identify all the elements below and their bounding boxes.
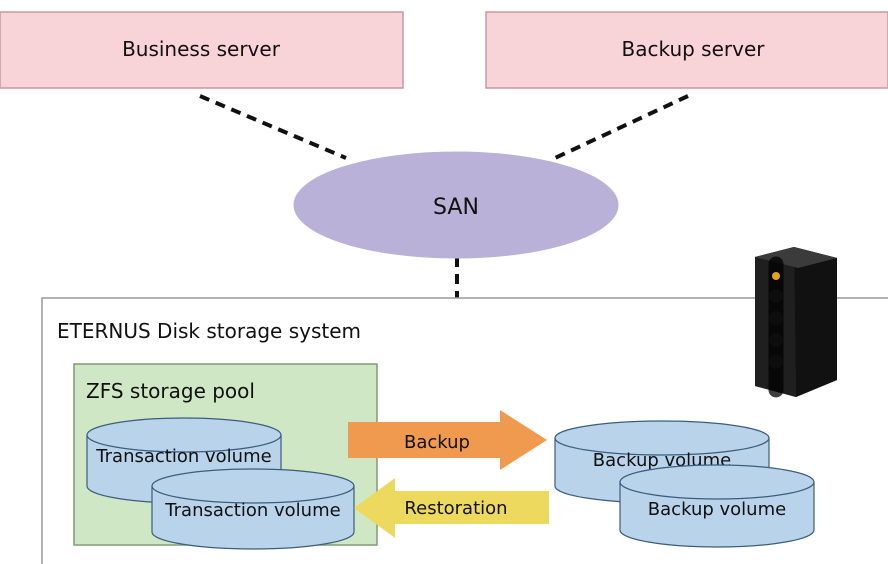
backup-server-san-link bbox=[554, 94, 689, 160]
storage-tower-icon bbox=[755, 247, 837, 398]
backup-volume-2: Backup volume bbox=[619, 464, 815, 548]
san-network: SAN bbox=[293, 151, 619, 259]
storage-system-label: ETERNUS Disk storage system bbox=[57, 319, 361, 343]
backup-server-label: Backup server bbox=[622, 37, 766, 61]
backup-server: Backup server bbox=[485, 11, 888, 89]
transaction-volume-2: Transaction volume bbox=[151, 468, 355, 550]
transaction-volume-1-label: Transaction volume bbox=[95, 446, 271, 467]
restoration-arrow-label: Restoration bbox=[404, 498, 507, 519]
backup-arrow-label: Backup bbox=[404, 432, 470, 453]
business-server-san-link bbox=[199, 94, 347, 160]
storage-system: ETERNUS Disk storage system bbox=[41, 297, 888, 564]
san-label: SAN bbox=[433, 195, 479, 220]
business-server-label: Business server bbox=[122, 37, 281, 61]
restoration-arrow: Restoration bbox=[354, 478, 549, 538]
business-server: Business server bbox=[0, 11, 404, 89]
backup-arrow: Backup bbox=[348, 410, 547, 470]
backup-volume-2-label: Backup volume bbox=[648, 499, 786, 520]
zfs-storage-pool-label: ZFS storage pool bbox=[86, 379, 255, 403]
transaction-volume-2-label: Transaction volume bbox=[164, 500, 340, 521]
